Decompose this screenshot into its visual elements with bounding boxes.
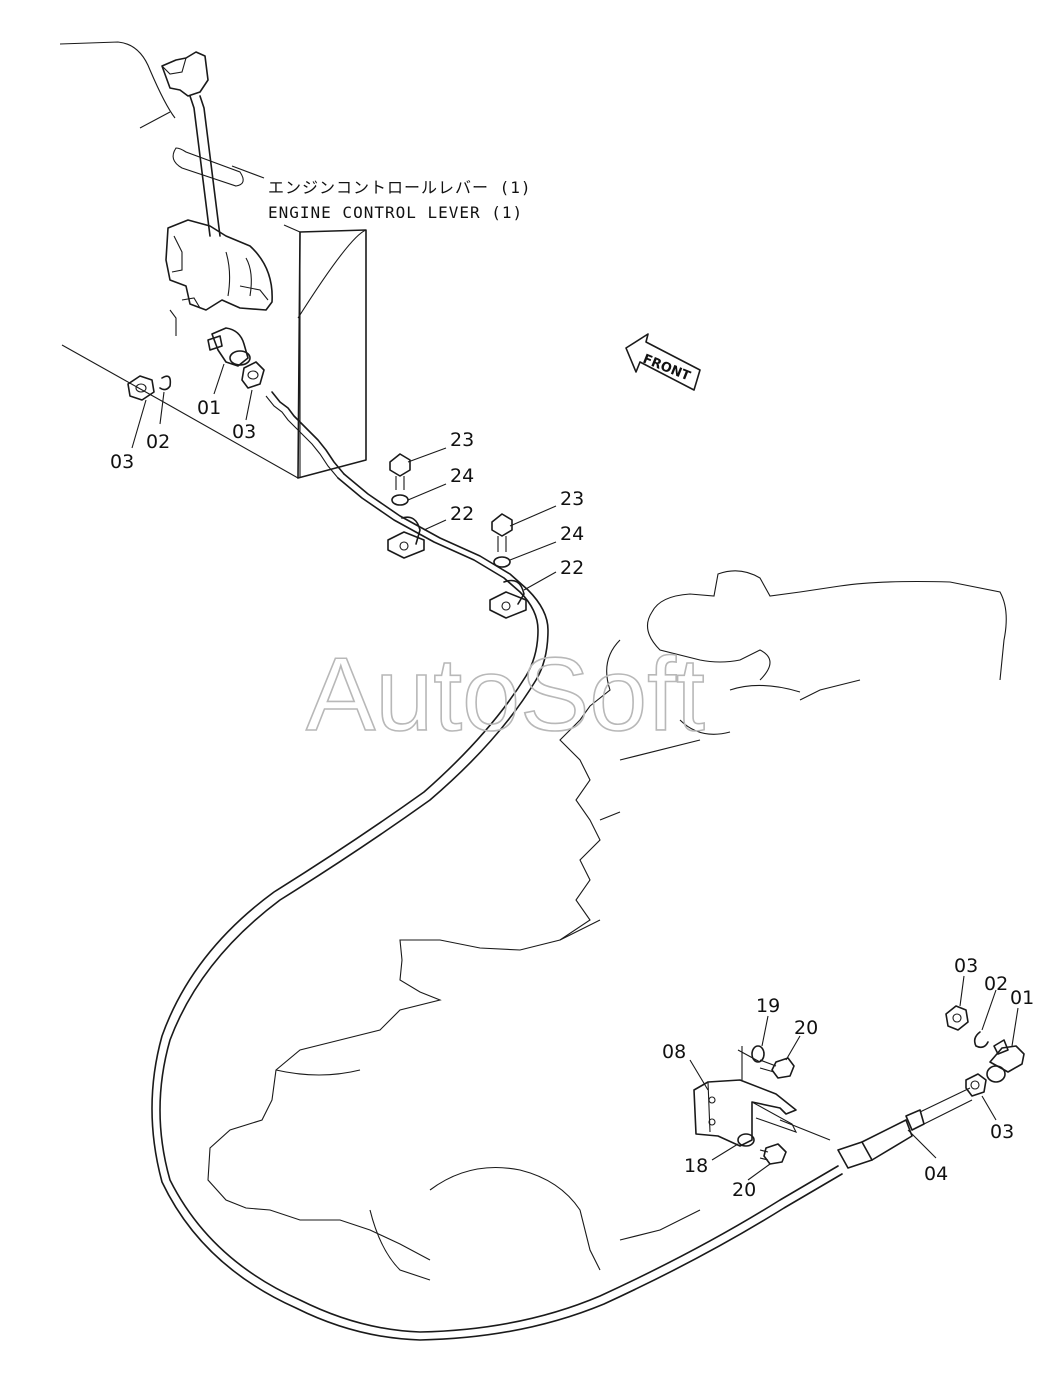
nut-03-upper-left bbox=[127, 375, 155, 401]
nut-03-lower-mid bbox=[965, 1073, 987, 1097]
label-08: 08 bbox=[662, 1041, 686, 1063]
washer-24-b bbox=[493, 556, 511, 568]
label-03-right-top: 03 bbox=[954, 955, 978, 977]
label-03-right: 03 bbox=[990, 1121, 1014, 1143]
label-20-top: 20 bbox=[794, 1017, 818, 1039]
clip-02-lower bbox=[973, 1031, 989, 1049]
label-19: 19 bbox=[756, 995, 780, 1017]
label-01-left: 01 bbox=[197, 397, 221, 419]
label-23-b: 23 bbox=[560, 488, 584, 510]
front-direction-arrow: FRONT bbox=[625, 333, 701, 391]
engine-control-lever bbox=[161, 51, 273, 311]
label-04: 04 bbox=[924, 1163, 948, 1185]
clamp-22-a bbox=[387, 516, 425, 559]
label-01-right: 01 bbox=[1010, 987, 1034, 1009]
bracket-08 bbox=[693, 1046, 798, 1147]
label-24-a: 24 bbox=[450, 465, 474, 487]
nut-03-upper-mid bbox=[241, 361, 265, 389]
engine-outline bbox=[207, 570, 1007, 1281]
label-03-mid: 03 bbox=[232, 421, 256, 443]
control-cable-04 bbox=[151, 391, 973, 1341]
label-20-bottom: 20 bbox=[732, 1179, 756, 1201]
ball-joint-01-upper bbox=[207, 327, 251, 367]
title-japanese: エンジンコントロールレバー (1) bbox=[268, 178, 532, 197]
title-english: ENGINE CONTROL LEVER (1) bbox=[268, 203, 523, 222]
washer-19 bbox=[751, 1045, 765, 1063]
label-03-left: 03 bbox=[110, 451, 134, 473]
label-23-a: 23 bbox=[450, 429, 474, 451]
label-22-a: 22 bbox=[450, 503, 474, 525]
label-02-right: 02 bbox=[984, 973, 1008, 995]
bolt-23-a bbox=[389, 453, 411, 490]
label-22-b: 22 bbox=[560, 557, 584, 579]
washer-24-a bbox=[391, 494, 409, 506]
ball-joint-01-lower bbox=[986, 1039, 1025, 1083]
bolt-20-bottom bbox=[759, 1143, 787, 1165]
cab-console-outline bbox=[59, 41, 367, 479]
washer-18 bbox=[737, 1133, 755, 1147]
lever-callout-line bbox=[231, 165, 265, 179]
clip-02-upper bbox=[159, 375, 172, 391]
label-02-left: 02 bbox=[146, 431, 170, 453]
nut-03-lower-top bbox=[945, 1005, 969, 1031]
bolt-23-b bbox=[491, 513, 513, 552]
leader-lines bbox=[131, 363, 1019, 1181]
front-label: FRONT bbox=[641, 352, 693, 385]
bolt-20-top bbox=[759, 1057, 795, 1079]
clamp-22-b bbox=[489, 579, 527, 619]
watermark: AutoSoft bbox=[306, 637, 705, 753]
label-24-b: 24 bbox=[560, 523, 584, 545]
label-18: 18 bbox=[684, 1155, 708, 1177]
